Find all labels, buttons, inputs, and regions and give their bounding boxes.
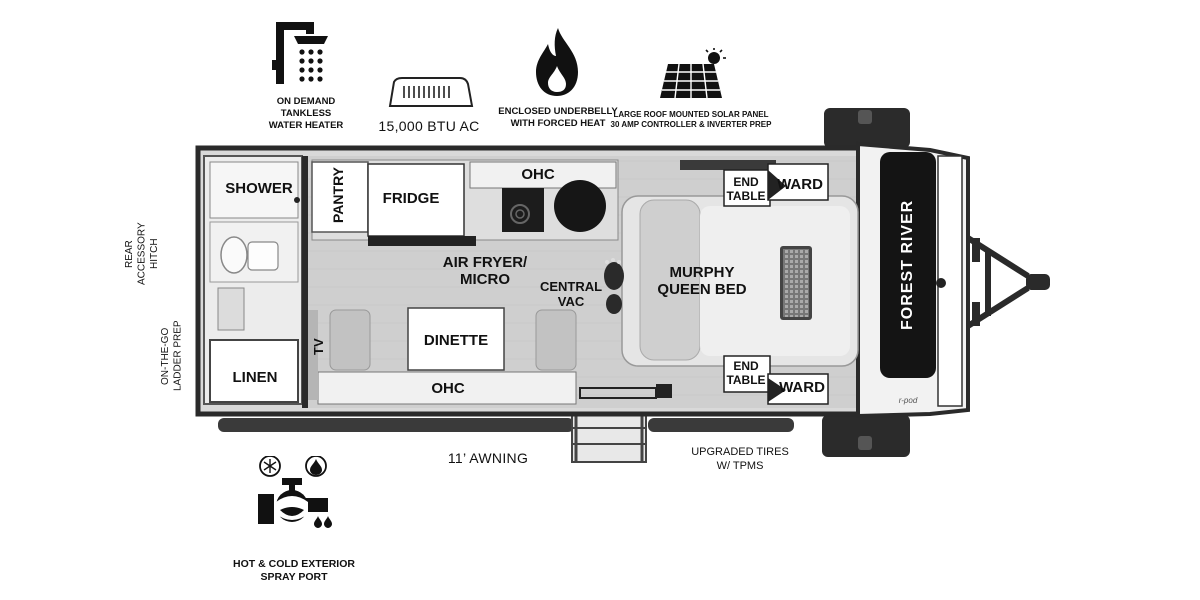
sink (554, 180, 606, 232)
murphy-bed-label: MURPHY QUEEN BED (657, 264, 747, 299)
cooktop (502, 188, 544, 232)
spray-port-caption: HOT & COLD EXTERIOR SPRAY PORT (226, 558, 362, 584)
ladder-prep-text: ON-THE-GO LADDER PREP (160, 320, 184, 392)
rear-hitch-label: REAR ACCESSORY HITCH (124, 212, 186, 296)
ac-caption: 15,000 BTU AC (378, 118, 480, 134)
linen-label: LINEN (232, 369, 278, 386)
pantry-label: PANTRY (330, 167, 346, 223)
central-vac-footprint (604, 258, 624, 314)
tires-line1: UPGRADED TIRES (691, 446, 789, 458)
spray-port-icon (258, 456, 332, 528)
spray-port-line1: HOT & COLD EXTERIOR (233, 558, 355, 570)
heat-caption: ENCLOSED UNDERBELLY WITH FORCED HEAT (494, 106, 622, 130)
end-table-top-label: END TABLE (726, 175, 766, 203)
ohc-bottom-label: OHC (431, 380, 465, 397)
air-fryer-label: AIR FRYER/ MICRO (442, 254, 528, 289)
solar-line2: 30 AMP CONTROLLER & INVERTER PREP (610, 120, 772, 129)
flame-icon (536, 28, 578, 96)
ward-bottom-label: WARD (779, 379, 825, 396)
solar-line1: LARGE ROOF MOUNTED SOLAR PANEL (613, 110, 769, 119)
water-heater-line1: ON DEMAND (276, 96, 336, 107)
air-conditioner-icon (388, 77, 474, 107)
solar-panel-icon (660, 48, 726, 99)
awning-label: 11’ AWNING (447, 450, 529, 466)
ohc-bottom-cabinet (317, 371, 577, 405)
tire-top (824, 108, 910, 148)
ward-top-label: WARD (777, 176, 823, 193)
shower-icon (272, 22, 328, 84)
rpod-badge: r-pod (898, 396, 918, 405)
shower-label: SHOWER (225, 180, 293, 197)
tires-line2: W/ TPMS (716, 459, 764, 472)
spray-port-line2: SPRAY PORT (260, 571, 328, 584)
murphy-bed (621, 195, 859, 367)
awning-bar (218, 418, 574, 432)
ladder-prep-label: ON-THE-GO LADDER PREP (160, 306, 194, 406)
tv-label: TV (311, 338, 326, 356)
end-table-bottom-label: END TABLE (726, 359, 766, 387)
ohc-top-label: OHC (521, 166, 555, 183)
water-heater-line3: WATER HEATER (268, 119, 344, 131)
entry-steps (571, 413, 647, 463)
heat-line1: ENCLOSED UNDERBELLY (498, 106, 618, 117)
heat-line2: WITH FORCED HEAT (510, 117, 606, 129)
water-heater-line2: TANKLESS (280, 107, 332, 119)
brand-logo: FOREST RIVER (899, 199, 916, 331)
pantry-cabinet (311, 161, 369, 233)
solar-caption: LARGE ROOF MOUNTED SOLAR PANEL 30 AMP CO… (610, 110, 772, 130)
dinette-label: DINETTE (423, 332, 489, 349)
central-vac-label: CENTRAL VAC (539, 279, 603, 309)
tires-label: UPGRADED TIRES W/ TPMS (672, 446, 808, 474)
rear-hitch-text: REAR ACCESSORY HITCH (124, 222, 160, 286)
dinette-group (329, 307, 577, 371)
water-heater-caption: ON DEMAND TANKLESS WATER HEATER (256, 96, 356, 132)
fridge-label: FRIDGE (382, 190, 440, 207)
fridge-box (367, 163, 465, 237)
